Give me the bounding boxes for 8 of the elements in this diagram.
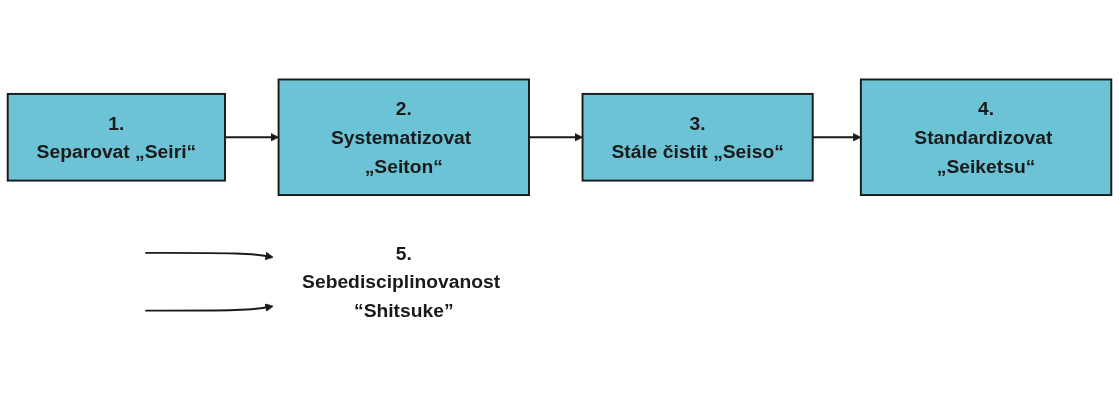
node-box: 1. Separovat „Seiri“ [6,92,226,182]
node-box: 3. Stále čistit „Seiso“ [581,92,814,182]
arrow [144,251,274,261]
arrow [528,133,583,142]
arrow [144,303,274,312]
node-text: 5. Sebedisciplinovanost “Shitsuke” [302,242,501,322]
node-box: 2. Systematizovat „Seiton“ [277,78,530,196]
node-box: 4. Standardizovat „Seiketsu“ [859,78,1113,196]
